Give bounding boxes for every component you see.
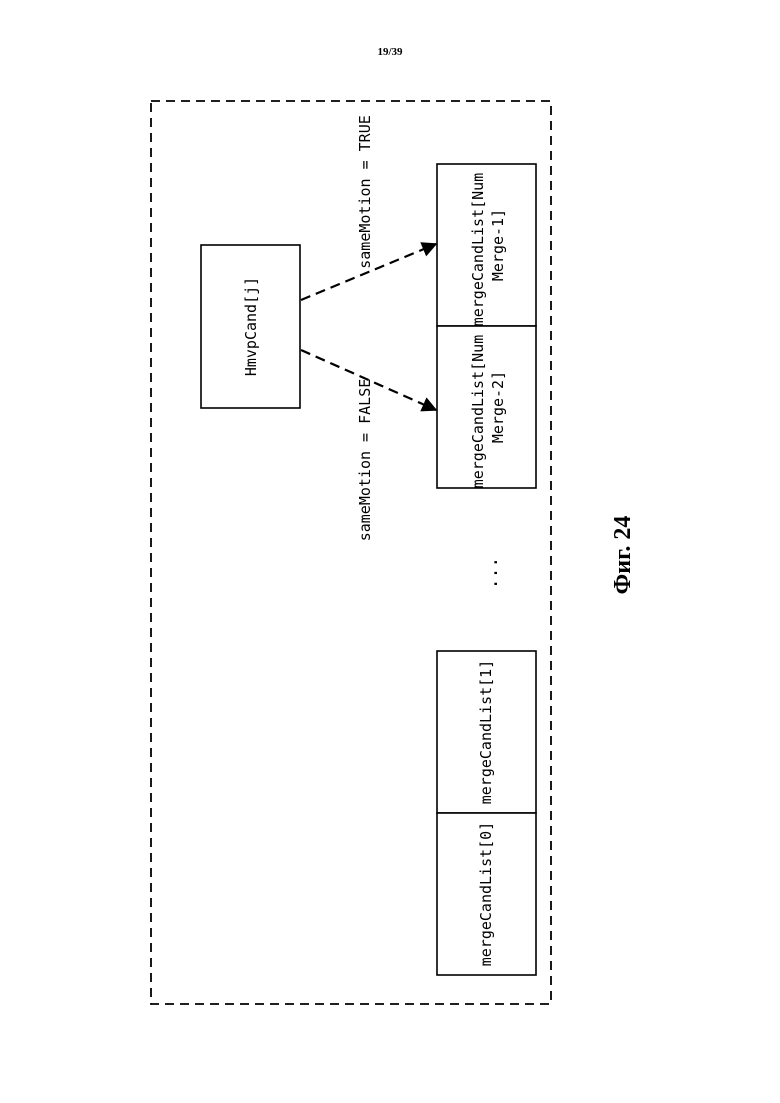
merge-cand-list-num-merge-2-line-1: mergeCandList[Num: [469, 335, 487, 489]
ellipsis: ...: [481, 557, 502, 590]
merge-cand-list-1-label: mergeCandList[1]: [477, 660, 495, 805]
figure-caption: Фиг. 24: [610, 516, 636, 595]
condition-false-label: sameMotion = FALSE: [356, 379, 374, 542]
merge-cand-list-num-merge-1-line-1: mergeCandList[Num: [469, 173, 487, 327]
condition-true-label: sameMotion = TRUE: [356, 115, 374, 269]
merge-cand-list-0-label: mergeCandList[0]: [477, 822, 495, 967]
hmvp-cand-label: HmvpCand[j]: [242, 277, 260, 376]
merge-cand-list-num-merge-2-line-2: Merge-2]: [489, 371, 507, 443]
merge-cand-list-num-merge-1-line-2: Merge-1]: [489, 209, 507, 281]
